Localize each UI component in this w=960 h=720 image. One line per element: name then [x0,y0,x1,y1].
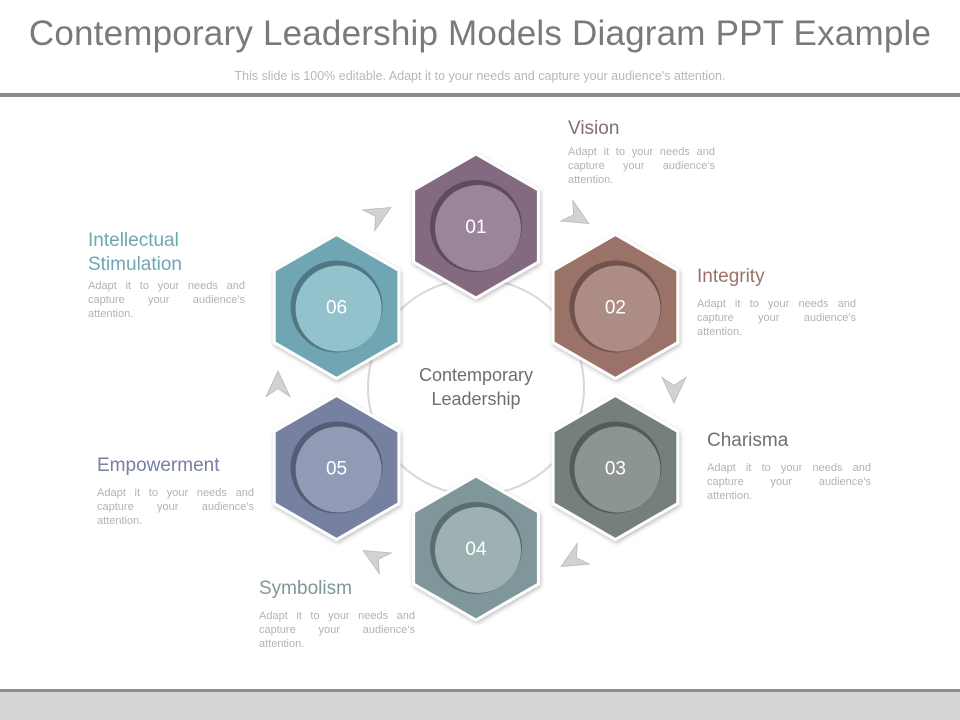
node-05-number: 05 [326,459,347,480]
charisma-block: Charisma Adapt it to your needs and capt… [707,429,871,503]
integrity-block: Integrity Adapt it to your needs and cap… [697,265,856,339]
node-02-disc [574,265,661,352]
bottom-divider [0,689,960,692]
integrity-title: Integrity [697,266,765,287]
vision-description: Adapt it to your needs and capture your … [568,146,715,186]
cycle-arrow-5 [265,370,291,398]
empowerment-block: Empowerment Adapt it to your needs and c… [97,454,254,528]
symbolism-block: Symbolism Adapt it to your needs and cap… [259,577,415,651]
empowerment-description: Adapt it to your needs and capture your … [97,487,254,527]
node-01-number: 01 [465,217,486,238]
charisma-title: Charisma [707,430,789,451]
footer-band [0,692,960,720]
cycle-arrow-3 [560,541,591,567]
cycle-arrow-4 [362,550,393,576]
node-06-number: 06 [326,298,347,319]
intellectual-stimulation-block: Intellectual Stimulation Adapt it to you… [88,229,245,321]
symbolism-description: Adapt it to your needs and capture your … [259,610,415,650]
node-03-number: 03 [605,459,626,480]
node-05: 05 [272,393,401,542]
cycle-arrow-6 [361,207,392,233]
integrity-description: Adapt it to your needs and capture your … [697,298,856,338]
center-label-line1: Contemporary [419,365,533,385]
intellectual-stimulation-title: Intellectual Stimulation [88,230,182,275]
node-05-disc [295,426,382,513]
top-divider [0,93,960,97]
node-06-disc [295,265,382,352]
charisma-description: Adapt it to your needs and capture your … [707,462,871,502]
node-02-number: 02 [605,298,626,319]
intellectual-stimulation-description: Adapt it to your needs and capture your … [88,280,245,320]
node-02: 02 [551,232,680,381]
empowerment-title: Empowerment [97,455,220,476]
slide-subtitle: This slide is 100% editable. Adapt it to… [234,69,726,83]
cycle-arrow-2 [661,376,687,404]
node-04-number: 04 [465,539,487,560]
node-03-disc [574,426,661,513]
slide-title: Contemporary Leadership Models Diagram P… [28,14,932,53]
symbolism-title: Symbolism [259,578,352,599]
vision-block: Vision Adapt it to your needs and captur… [568,117,715,187]
node-06: 06 [272,232,401,381]
node-03: 03 [551,393,680,542]
node-04-disc [435,507,521,593]
cycle-arrow-1 [559,198,590,224]
center-label-line2: Leadership [431,389,520,409]
node-01-disc [435,185,521,271]
node-01: 01 [412,152,540,300]
vision-title: Vision [568,118,620,139]
node-04: 04 [412,474,540,622]
